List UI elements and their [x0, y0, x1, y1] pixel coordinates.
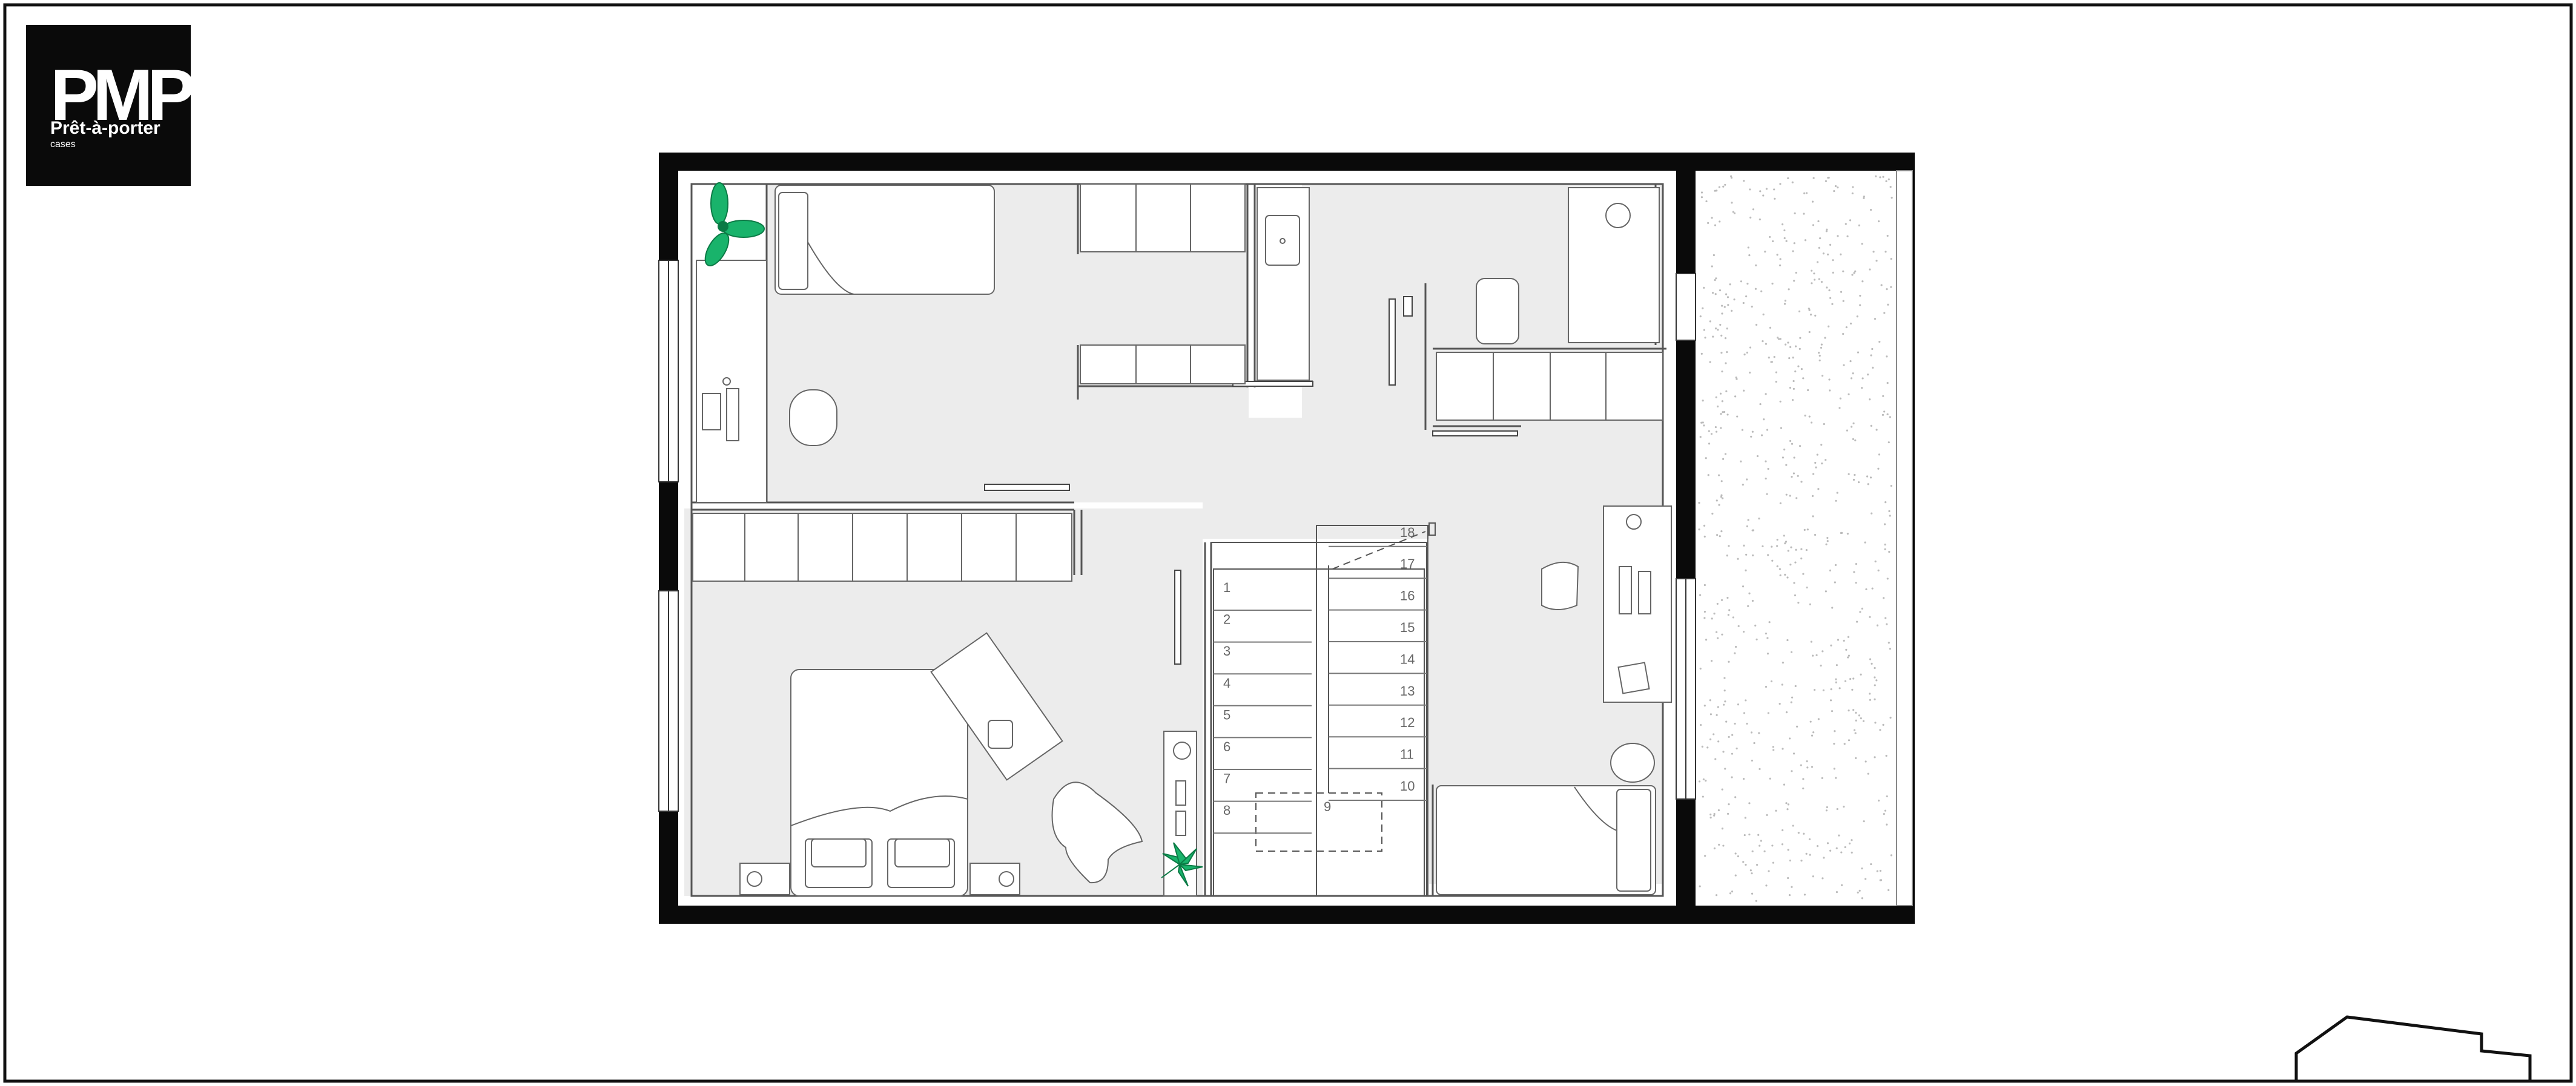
stair-number: 3 — [1223, 643, 1230, 659]
stair-number: 16 — [1400, 588, 1415, 604]
terrace-texture — [1698, 175, 1893, 902]
staircase — [1210, 522, 1436, 897]
rug — [930, 632, 1063, 781]
plant-top-left — [704, 182, 765, 266]
single-bed-bottom — [1436, 785, 1656, 895]
wardrobe-top — [1080, 183, 1246, 252]
stair-number: 12 — [1400, 715, 1415, 730]
plant-bottom — [1161, 842, 1203, 887]
desk-right — [1541, 505, 1672, 783]
stair-number: 9 — [1324, 799, 1331, 814]
page-frame — [3, 3, 2573, 1083]
doors — [984, 296, 1518, 665]
stair-number: 18 — [1400, 525, 1415, 540]
stair-number: 1 — [1223, 580, 1230, 595]
stair-number: 5 — [1223, 707, 1230, 722]
wardrobe-right — [1436, 352, 1663, 421]
stair-number: 7 — [1223, 771, 1230, 786]
stair-number: 15 — [1400, 620, 1415, 635]
double-bed — [739, 669, 1020, 897]
stair-number: 14 — [1400, 651, 1415, 666]
single-bed-top — [774, 185, 995, 295]
logo-brand: Prêt-à-porter — [50, 118, 160, 138]
company-logo: PMP Prêt-à-porter cases — [26, 25, 196, 186]
desk-top-left — [696, 260, 837, 503]
wardrobe-left — [692, 513, 1072, 582]
left-windows — [658, 260, 679, 812]
stair-number: 2 — [1223, 612, 1230, 627]
stair-number: 10 — [1400, 778, 1415, 794]
right-windows — [1676, 273, 1696, 800]
logo-mark: PMP — [50, 54, 196, 136]
stair-number: 13 — [1400, 683, 1415, 699]
terrace — [1696, 171, 1897, 906]
stair-number: 17 — [1400, 556, 1415, 571]
logo-subtitle: cases — [50, 139, 76, 150]
bathroom — [1257, 187, 1660, 381]
wardrobe-mid — [1080, 344, 1246, 384]
stair-treads — [1214, 545, 1427, 834]
lounge-chair — [1051, 782, 1143, 884]
stair-number: 4 — [1223, 676, 1230, 691]
stair-number: 8 — [1223, 803, 1230, 818]
stair-number: 6 — [1223, 739, 1230, 754]
stair-number: 11 — [1400, 747, 1414, 762]
